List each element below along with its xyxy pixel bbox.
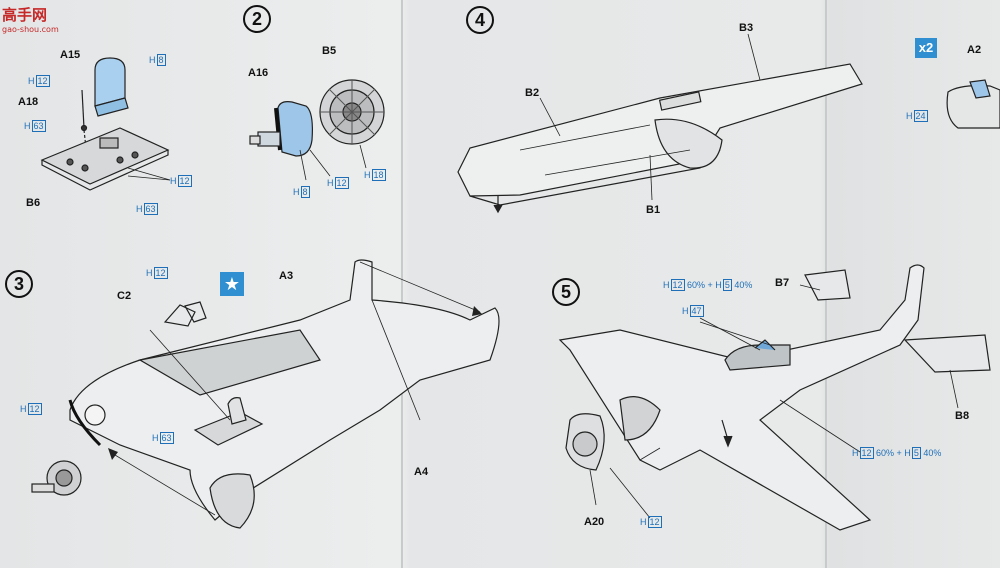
multiplier-badge: x2: [915, 38, 937, 58]
part-label: A4: [414, 466, 429, 478]
gearbox-a16-drawing: [249, 101, 313, 157]
part-label: B6: [26, 197, 41, 209]
wing-b1-b2-b3-drawing: [457, 63, 863, 214]
star-icon: ★: [220, 272, 244, 296]
aircraft-assembly-drawing: [558, 264, 991, 531]
part-label: A15: [60, 49, 81, 61]
part-label: A18: [18, 96, 39, 108]
part-label: C2: [117, 290, 132, 302]
part-label: B8: [955, 410, 970, 422]
watermark-logo: 高手网 gao-shou.com: [2, 4, 59, 34]
part-label: A20: [584, 516, 605, 528]
step-number: 5: [552, 278, 580, 306]
engine-b5-drawing: [319, 79, 385, 145]
part-label: B1: [646, 204, 661, 216]
part-label: B5: [322, 45, 337, 57]
watermark-text: 高手网: [2, 6, 48, 24]
part-label: A3: [279, 270, 294, 282]
step-number: 4: [466, 6, 494, 34]
canopy-c2-drawing: [163, 301, 207, 327]
cockpit-assembly-drawing: [193, 397, 264, 446]
control-stick-a18-drawing: [80, 89, 88, 149]
part-label: B7: [775, 277, 790, 289]
step-number: 2: [243, 5, 271, 33]
fuselage-a3-a4-drawing: [68, 259, 500, 529]
part-a2-drawing: [946, 79, 1000, 129]
part-label: A16: [248, 67, 269, 79]
watermark-url: gao-shou.com: [2, 25, 59, 34]
floor-b6-drawing: [40, 127, 170, 191]
seat-a15-drawing: [94, 57, 129, 117]
step-number: 3: [5, 270, 33, 298]
part-label: A2: [967, 44, 982, 56]
part-label: B3: [739, 22, 754, 34]
propeller-drawing: [31, 460, 82, 496]
part-label: B2: [525, 87, 540, 99]
